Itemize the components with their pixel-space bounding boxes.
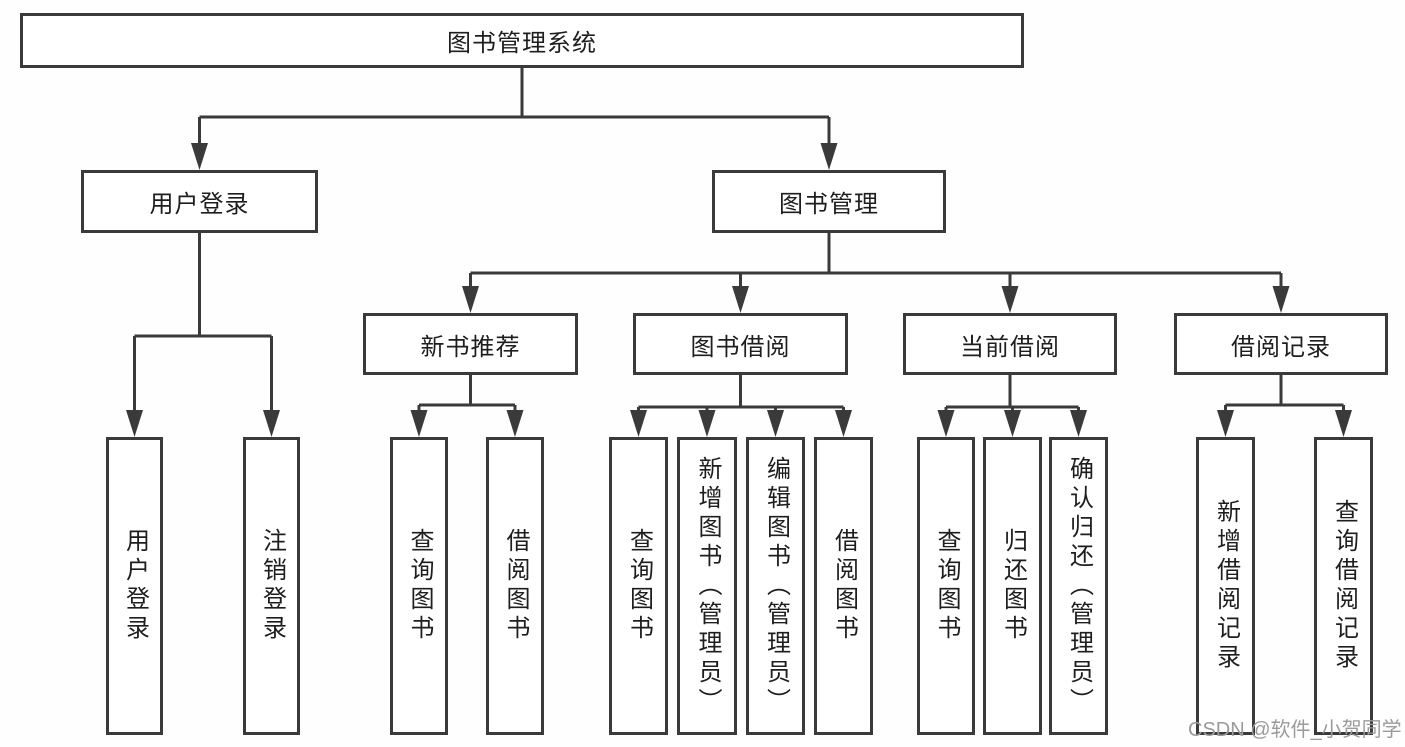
connector-book-borrow-to-leaves: [637, 375, 845, 417]
leaf-query-books-1: 查询图书: [390, 437, 448, 735]
connector-current-borrow-to-leaves: [944, 375, 1080, 417]
csdn-watermark: CSDN @软件_小贺同学: [1188, 719, 1402, 741]
leaf-query-books-3: 查询图书: [917, 437, 975, 735]
node-book-management: 图书管理: [712, 170, 946, 233]
leaf-query-books-3-label: 查询图书: [933, 528, 960, 644]
leaf-borrow-books-1: 借阅图书: [486, 437, 544, 735]
leaf-add-borrow-record: 新增借阅记录: [1196, 437, 1255, 735]
leaf-add-books-admin: 新增图书（管理员）: [677, 437, 737, 735]
node-library-management-system: 图书管理系统: [20, 13, 1024, 68]
connector-borrow-records-to-leaves: [1224, 375, 1345, 417]
node-borrow-records: 借阅记录: [1174, 313, 1388, 375]
node-current-borrow: 当前借阅: [903, 313, 1117, 375]
leaf-return-books: 归还图书: [983, 437, 1042, 735]
leaf-query-books-1-label: 查询图书: [406, 528, 433, 644]
leaf-borrow-books-1-label: 借阅图书: [502, 528, 529, 644]
connector-new-book-to-leaves: [417, 375, 517, 417]
leaf-confirm-return-admin-label: 确认归还（管理员）: [1065, 455, 1093, 717]
leaf-logout-label: 注销登录: [258, 528, 286, 644]
leaf-borrow-books-2-label: 借阅图书: [830, 528, 858, 644]
leaf-query-books-2: 查询图书: [609, 437, 668, 735]
connector-book-mgmt-to-level3: [469, 233, 1283, 293]
node-user-login: 用户登录: [81, 170, 318, 233]
leaf-edit-books-admin: 编辑图书（管理员）: [746, 437, 805, 735]
connector-root-to-level2: [198, 68, 831, 150]
leaf-edit-books-admin-label: 编辑图书（管理员）: [762, 455, 790, 717]
leaf-query-borrow-record-label: 查询借阅记录: [1330, 499, 1358, 673]
leaf-user-login-label: 用户登录: [121, 528, 149, 644]
leaf-query-books-2-label: 查询图书: [625, 528, 653, 644]
leaf-add-borrow-record-label: 新增借阅记录: [1212, 499, 1240, 673]
node-new-book-recommend: 新书推荐: [363, 313, 578, 375]
node-book-borrow: 图书借阅: [633, 313, 848, 375]
leaf-borrow-books-2: 借阅图书: [814, 437, 873, 735]
leaf-add-books-admin-label: 新增图书（管理员）: [694, 455, 721, 717]
leaf-query-borrow-record: 查询借阅记录: [1314, 437, 1373, 735]
connector-user-login-to-leaves: [133, 233, 273, 417]
leaf-confirm-return-admin: 确认归还（管理员）: [1049, 437, 1108, 735]
leaf-return-books-label: 归还图书: [999, 528, 1027, 644]
leaf-logout: 注销登录: [243, 437, 300, 735]
leaf-user-login: 用户登录: [106, 437, 163, 735]
